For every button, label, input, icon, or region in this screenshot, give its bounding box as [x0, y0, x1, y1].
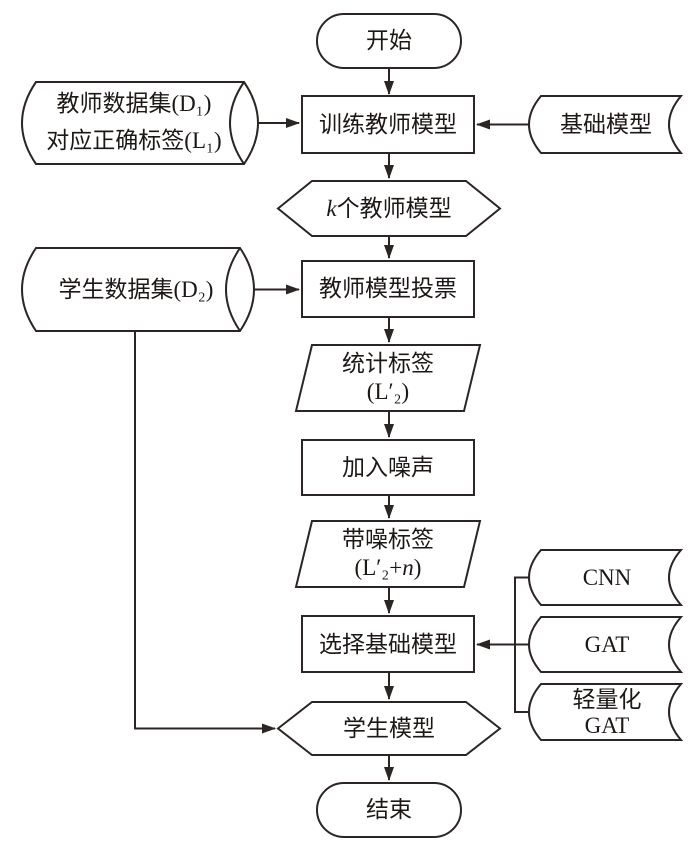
- k-teacher-models-label: k个教师模型: [326, 195, 451, 221]
- student-dataset-cylinder-face: [225, 247, 241, 332]
- train-teacher-model-process: [301, 95, 475, 154]
- train-teacher-model-label: 训练教师模型: [319, 111, 457, 137]
- add-noise-process: [301, 439, 475, 496]
- noisy-labels-line2-pre: (L′₂+: [354, 554, 403, 580]
- lightweight-gat-label-line1: 轻量化: [572, 686, 642, 712]
- arrow-student-dataset-to-student-model: [134, 331, 276, 734]
- cnn-label: CNN: [582, 564, 632, 590]
- add-noise-label: 加入噪声: [342, 454, 434, 480]
- noisy-labels-parallelogram: [294, 520, 482, 588]
- k-teacher-models-hexagon: [276, 180, 502, 237]
- statistical-labels-line2: (L′₂): [366, 378, 410, 404]
- base-model-label: 基础模型: [560, 111, 652, 137]
- k-teacher-models-label-italic: k: [326, 195, 337, 221]
- teacher-dataset-label-line2: 对应正确标签(L₁): [46, 127, 222, 153]
- start-terminator: [316, 13, 462, 69]
- statistical-labels-line1: 统计标签: [342, 350, 434, 376]
- teacher-model-voting-label: 教师模型投票: [319, 275, 457, 301]
- start-label: 开始: [366, 27, 412, 53]
- statistical-labels-parallelogram: [294, 344, 482, 412]
- cnn-stored-data: [528, 549, 684, 606]
- gat-label: GAT: [584, 631, 630, 657]
- teacher-dataset-label-line1: 教师数据集(D₁): [56, 90, 212, 116]
- end-label: 结束: [366, 796, 412, 822]
- student-dataset-label: 学生数据集(D₂): [58, 276, 214, 302]
- lightweight-gat-label-line2: GAT: [584, 712, 630, 738]
- gat-stored-data: [528, 616, 684, 673]
- teacher-model-voting-process: [301, 260, 475, 318]
- student-model-hexagon: [276, 701, 502, 756]
- noisy-labels-line2: (L′₂+n): [355, 555, 422, 581]
- select-base-model-label: 选择基础模型: [319, 631, 457, 657]
- teacher-dataset-cylinder-face: [229, 81, 245, 165]
- noisy-labels-line1: 带噪标签: [342, 526, 434, 552]
- noisy-labels-line2-italic: n: [402, 554, 414, 580]
- base-model-stored-data: [528, 95, 684, 154]
- end-terminator: [316, 782, 462, 838]
- k-teacher-models-label-rest: 个教师模型: [336, 195, 452, 221]
- lightweight-gat-stored-data: [528, 683, 684, 741]
- student-model-label: 学生模型: [343, 715, 435, 741]
- select-base-model-process: [301, 615, 475, 673]
- noisy-labels-line2-post: ): [413, 554, 422, 580]
